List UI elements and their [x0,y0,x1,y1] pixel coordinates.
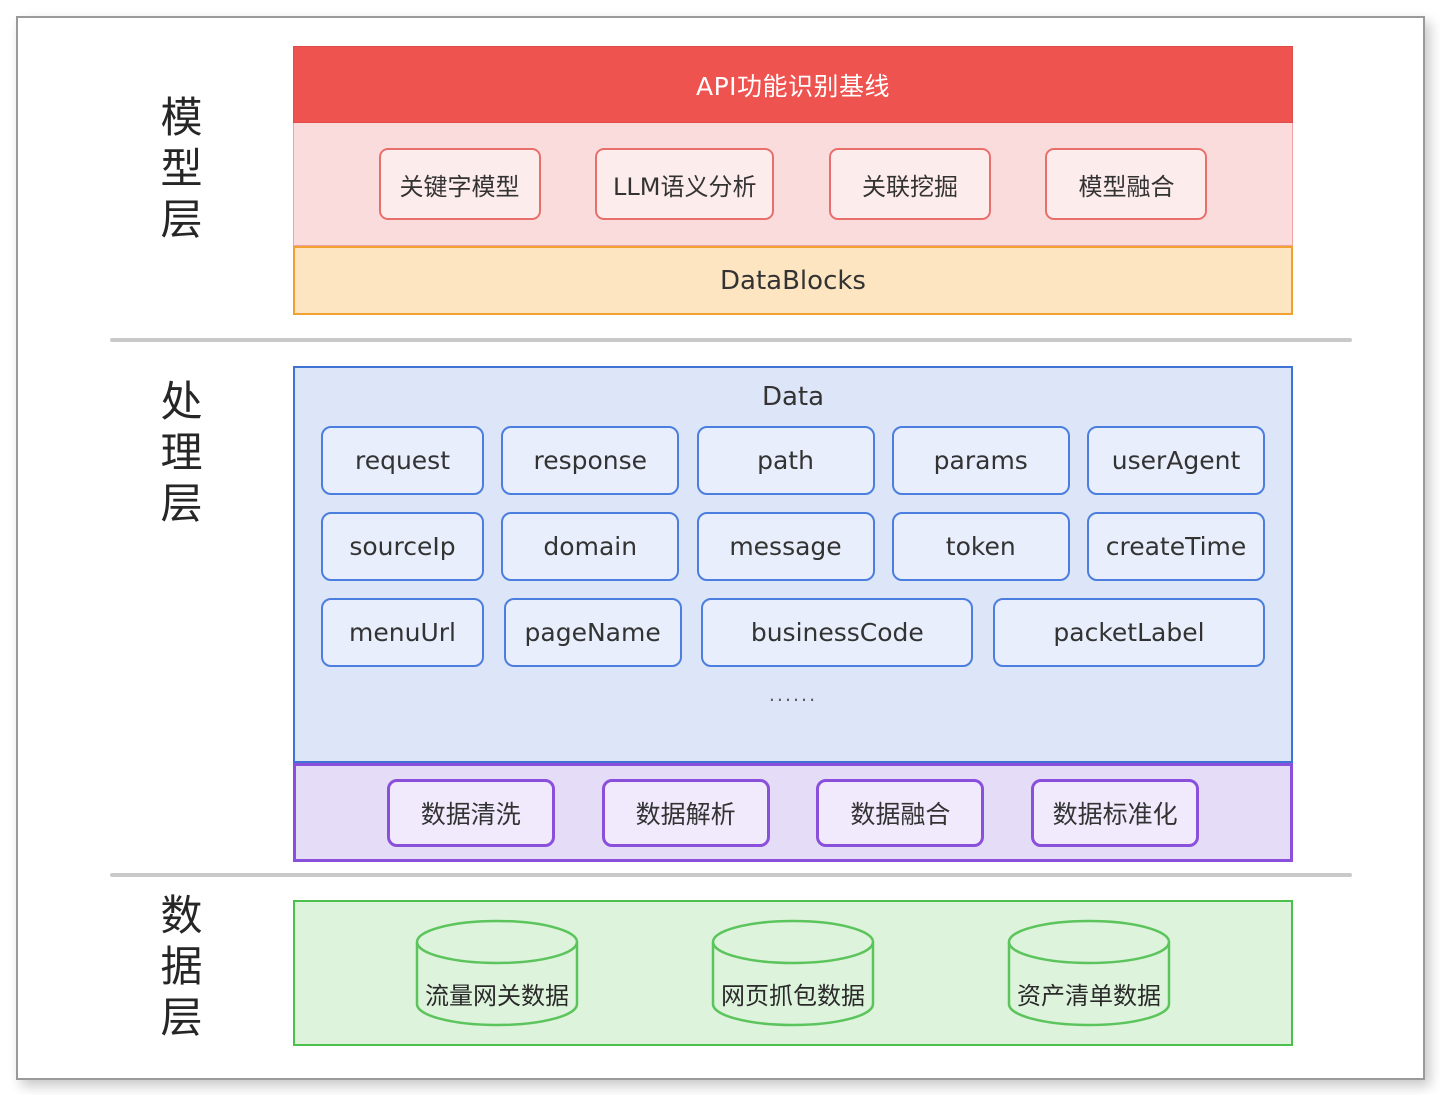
data-field-createtime-label: createTime [1105,532,1247,561]
data-field-businesscode[interactable]: businessCode [701,598,974,667]
diagram-frame: 模 型 层 处 理 层 数 据 层 API功能识别基线 关键字模型 [16,16,1425,1080]
processing-op-data-fusion-label: 数据融合 [850,799,951,829]
data-field-domain[interactable]: domain [501,512,680,581]
model-method-keyword[interactable]: 关键字模型 [378,148,541,220]
model-method-keyword-label: 关键字模型 [399,172,520,201]
data-field-pagename[interactable]: pageName [503,598,682,667]
processing-op-data-parsing-label: 数据解析 [635,799,736,829]
layer-separator-processing-data [110,873,1352,877]
layer-label-processing: 处 理 层 [122,376,242,530]
data-field-token-label: token [945,532,1016,561]
processing-op-data-fusion[interactable]: 数据融合 [816,778,985,847]
data-field-request-label: request [354,446,451,475]
processing-op-data-cleaning[interactable]: 数据清洗 [386,778,555,847]
model-methods-container: 关键字模型 LLM语义分析 关联挖掘 模型融合 [293,123,1293,246]
api-capability-baseline-title: API功能识别基线 [695,71,891,101]
layer-label-data-char-2: 层 [160,993,204,1043]
data-field-message-label: message [729,532,842,561]
model-method-association-mining-label: 关联挖掘 [861,172,958,201]
processing-op-data-standardization-label: 数据标准化 [1052,799,1178,829]
data-fields-container: Data request response path params [293,366,1293,763]
data-field-sourceip[interactable]: sourceIp [321,512,484,581]
database-cylinder-icon [1007,919,1171,1027]
data-field-pagename-label: pageName [524,618,661,647]
data-field-token[interactable]: token [891,512,1070,581]
data-field-response-label: response [533,446,648,475]
data-fields-ellipsis: ...... [768,684,818,706]
datablocks-bar: DataBlocks [293,246,1293,315]
data-field-createtime[interactable]: createTime [1087,512,1265,581]
data-field-menuurl-label: menuUrl [349,618,456,647]
data-field-path-label: path [757,446,814,475]
model-method-model-fusion-label: 模型融合 [1078,172,1175,201]
layer-separator-model-processing [110,338,1352,342]
layer-label-model-char-0: 模 [160,93,204,142]
processing-op-data-standardization[interactable]: 数据标准化 [1031,778,1200,847]
model-method-llm-semantic[interactable]: LLM语义分析 [595,148,775,220]
data-store-asset-inventory[interactable]: 资产清单数据 [995,918,1183,1028]
database-cylinder-icon [415,919,579,1027]
data-field-params-label: params [933,446,1028,475]
layer-label-processing-char-2: 层 [160,479,204,529]
data-store-traffic-gateway[interactable]: 流量网关数据 [403,918,591,1028]
data-section-title: Data [761,382,825,412]
data-field-packetlabel-label: packetLabel [1053,618,1205,647]
data-field-businesscode-label: businessCode [750,618,924,647]
layer-label-model-char-2: 层 [160,195,204,245]
data-layer-container: 流量网关数据 网页抓包数据 资产清单数据 [293,900,1293,1046]
processing-operations-container: 数据清洗 数据解析 数据融合 数据标准化 [293,763,1293,862]
data-field-params[interactable]: params [891,426,1070,495]
data-field-sourceip-label: sourceIp [349,532,456,561]
data-field-request[interactable]: request [321,426,484,495]
data-field-useragent[interactable]: userAgent [1087,426,1265,495]
data-field-row-1: request response path params userAgent [321,426,1265,495]
layer-label-processing-char-1: 理 [160,428,204,478]
data-field-message[interactable]: message [696,512,875,581]
model-method-model-fusion[interactable]: 模型融合 [1045,148,1208,220]
layer-label-data-char-0: 数 [160,891,204,940]
layer-label-model: 模 型 层 [122,92,242,246]
layer-label-data: 数 据 层 [122,890,242,1044]
model-method-llm-semantic-label: LLM语义分析 [613,172,757,201]
data-field-row-2: sourceIp domain message token createTime [321,512,1265,581]
layer-label-model-char-1: 型 [160,144,204,194]
data-field-domain-label: domain [543,532,638,561]
data-field-response[interactable]: response [501,426,680,495]
data-field-menuurl[interactable]: menuUrl [321,598,484,667]
layer-label-processing-char-0: 处 [160,377,204,426]
data-field-packetlabel[interactable]: packetLabel [992,598,1265,667]
data-store-web-packet-capture[interactable]: 网页抓包数据 [699,918,887,1028]
data-store-web-packet-capture-label: 网页抓包数据 [721,982,865,1010]
data-store-asset-inventory-label: 资产清单数据 [1017,982,1161,1010]
processing-layer-stack: Data request response path params [293,366,1293,862]
database-cylinder-icon [711,919,875,1027]
processing-op-data-cleaning-label: 数据清洗 [420,799,521,829]
data-field-path[interactable]: path [696,426,875,495]
model-layer-stack: API功能识别基线 关键字模型 LLM语义分析 关联挖掘 模型融合 DataBl… [293,46,1293,317]
data-field-row-3: menuUrl pageName businessCode packetLabe… [321,598,1265,667]
layer-label-data-char-1: 据 [160,942,204,992]
data-store-traffic-gateway-label: 流量网关数据 [425,982,569,1010]
datablocks-label: DataBlocks [720,265,866,296]
model-method-association-mining[interactable]: 关联挖掘 [828,148,991,220]
processing-op-data-parsing[interactable]: 数据解析 [601,778,770,847]
data-field-useragent-label: userAgent [1111,446,1241,475]
api-capability-baseline-banner: API功能识别基线 [293,46,1293,123]
